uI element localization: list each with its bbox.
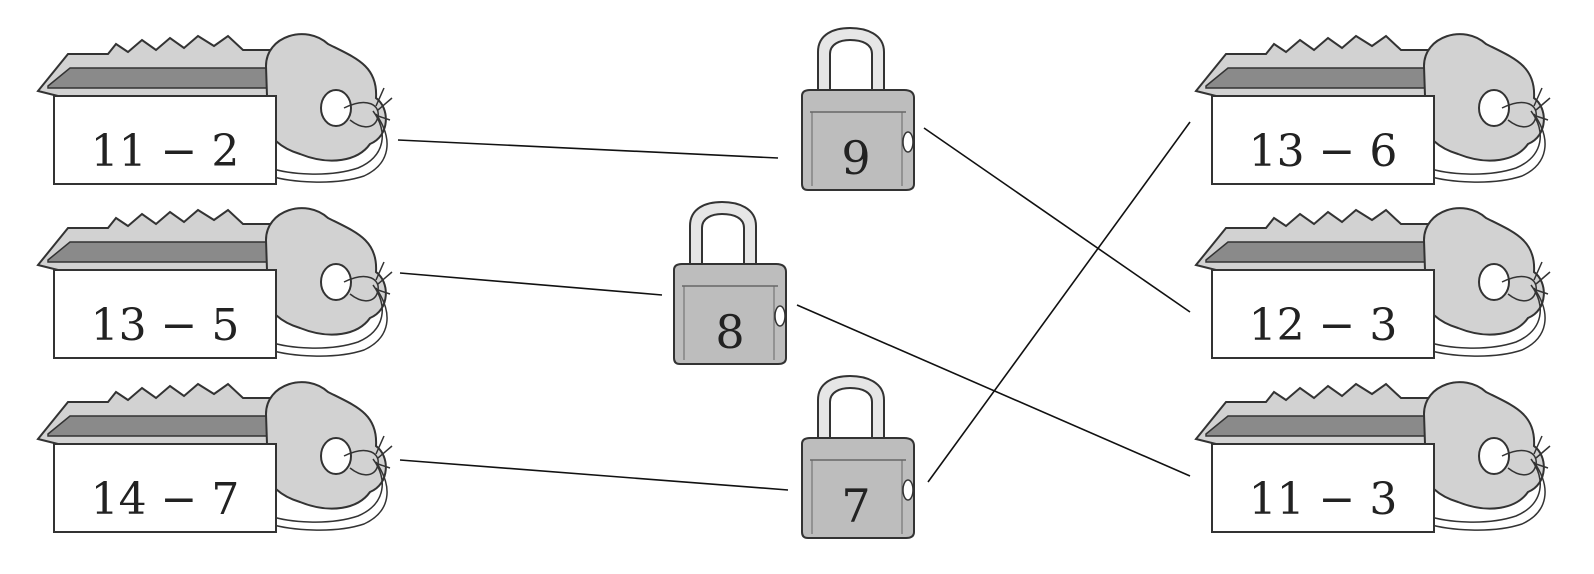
connection-lines [397, 121, 1191, 491]
left-key-3: 14 − 7 [37, 381, 393, 533]
key-expression: 11 − 3 [1249, 474, 1398, 525]
right-key-1: 13 − 6 [1195, 33, 1551, 185]
left-key-1: 11 − 2 [37, 33, 393, 185]
connection-line [399, 272, 663, 296]
key-expression: 11 − 2 [91, 126, 240, 177]
connection-line [397, 139, 779, 159]
lock-number: 9 [841, 131, 870, 185]
key-expression: 14 − 7 [91, 474, 240, 525]
right-key-2: 12 − 3 [1195, 207, 1551, 359]
connection-line [923, 127, 1191, 313]
lock-number: 8 [715, 305, 744, 359]
right-key-3: 11 − 3 [1195, 381, 1551, 533]
connection-line [927, 121, 1191, 483]
key-expression: 12 − 3 [1249, 300, 1398, 351]
connection-line [399, 459, 789, 491]
key-expression: 13 − 6 [1249, 126, 1398, 177]
lock-3: 7 [801, 375, 915, 539]
key-expression: 13 − 5 [91, 300, 240, 351]
lock-2: 8 [673, 201, 787, 365]
lock-number: 7 [841, 479, 870, 533]
connection-line [796, 304, 1191, 477]
lock-1: 9 [801, 27, 915, 191]
left-key-2: 13 − 5 [37, 207, 393, 359]
